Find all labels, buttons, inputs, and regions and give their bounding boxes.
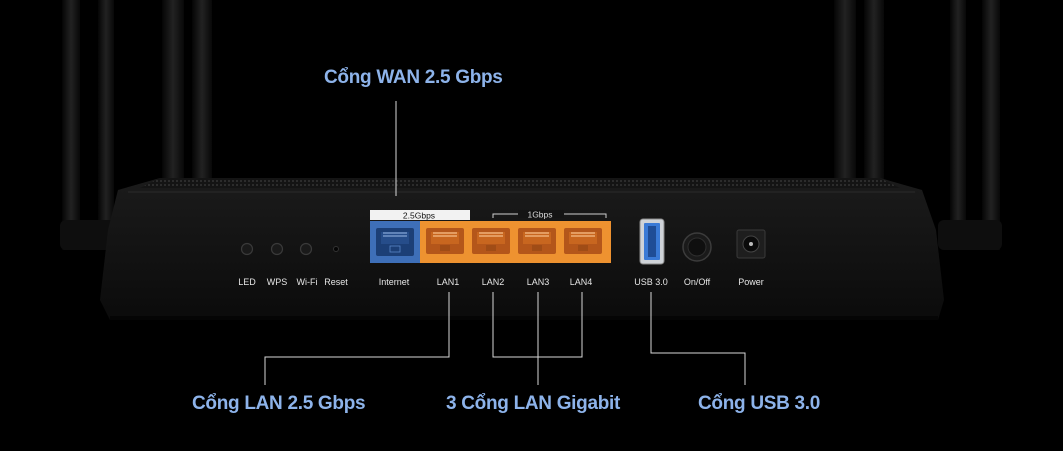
power-switch xyxy=(682,232,712,262)
gigabit-leader xyxy=(492,292,583,385)
speed-25-label: 2.5Gbps xyxy=(403,211,435,221)
callout-lan-25: Cổng LAN 2.5 Gbps xyxy=(192,393,366,414)
led-button xyxy=(240,242,254,256)
lan-port-1 xyxy=(426,228,464,254)
reset-label: Reset xyxy=(324,277,348,287)
led-label: LED xyxy=(238,277,256,287)
lan-port-2 xyxy=(472,228,510,254)
wifi-button xyxy=(299,242,313,256)
wps-button xyxy=(270,242,284,256)
lan25-leader xyxy=(264,292,450,385)
callout-usb: Cổng USB 3.0 xyxy=(698,393,821,414)
lan-port-3 xyxy=(518,228,556,254)
callout-gigabit: 3 Cổng LAN Gigabit xyxy=(446,393,621,414)
usb-port xyxy=(639,218,665,265)
usb-label: USB 3.0 xyxy=(634,277,668,287)
lan2-label: LAN2 xyxy=(482,277,505,287)
callout-wan: Cổng WAN 2.5 Gbps xyxy=(324,67,503,88)
leader-lines xyxy=(264,101,746,385)
onoff-label: On/Off xyxy=(684,277,711,287)
reset-hole xyxy=(333,246,339,252)
speed-1-label: 1Gbps xyxy=(527,210,552,220)
lan-port-4 xyxy=(564,228,602,254)
internet-label: Internet xyxy=(379,277,410,287)
lan1-label: LAN1 xyxy=(437,277,460,287)
lan4-label: LAN4 xyxy=(570,277,593,287)
wan-port xyxy=(370,221,420,263)
usb-leader xyxy=(650,292,746,385)
speed-25-tag xyxy=(370,210,470,220)
front-buttons xyxy=(240,242,339,256)
power-label: Power xyxy=(738,277,764,287)
lan3-label: LAN3 xyxy=(527,277,550,287)
wps-label: WPS xyxy=(267,277,288,287)
wifi-label: Wi-Fi xyxy=(297,277,318,287)
dc-power-jack xyxy=(736,229,766,259)
